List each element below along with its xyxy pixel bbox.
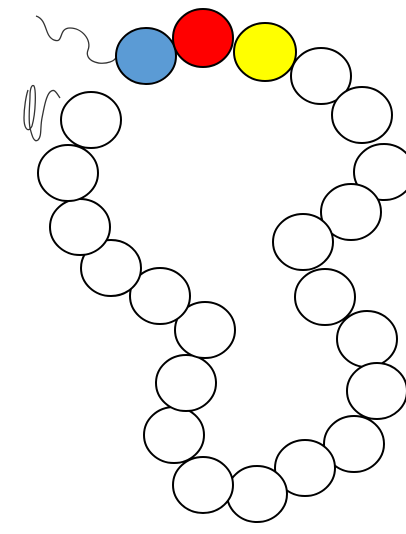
board-spaces [38, 9, 406, 522]
board-space-11 [347, 363, 406, 419]
board-space-14 [227, 466, 287, 522]
board-space-23 [61, 92, 121, 148]
board-space-21 [50, 199, 110, 255]
board-space-16 [144, 407, 204, 463]
board-space-22 [38, 145, 98, 201]
board-space-2 [173, 9, 233, 67]
board-space-17 [156, 355, 216, 411]
board-space-15 [173, 457, 233, 513]
tail-line-top [36, 16, 117, 63]
board-space-5 [332, 87, 392, 143]
board-space-10 [337, 311, 397, 367]
board-space-1 [116, 28, 176, 84]
board-space-3 [234, 23, 296, 81]
board-space-8 [273, 214, 333, 270]
board-space-9 [295, 269, 355, 325]
tail-line-bottom [24, 85, 60, 140]
